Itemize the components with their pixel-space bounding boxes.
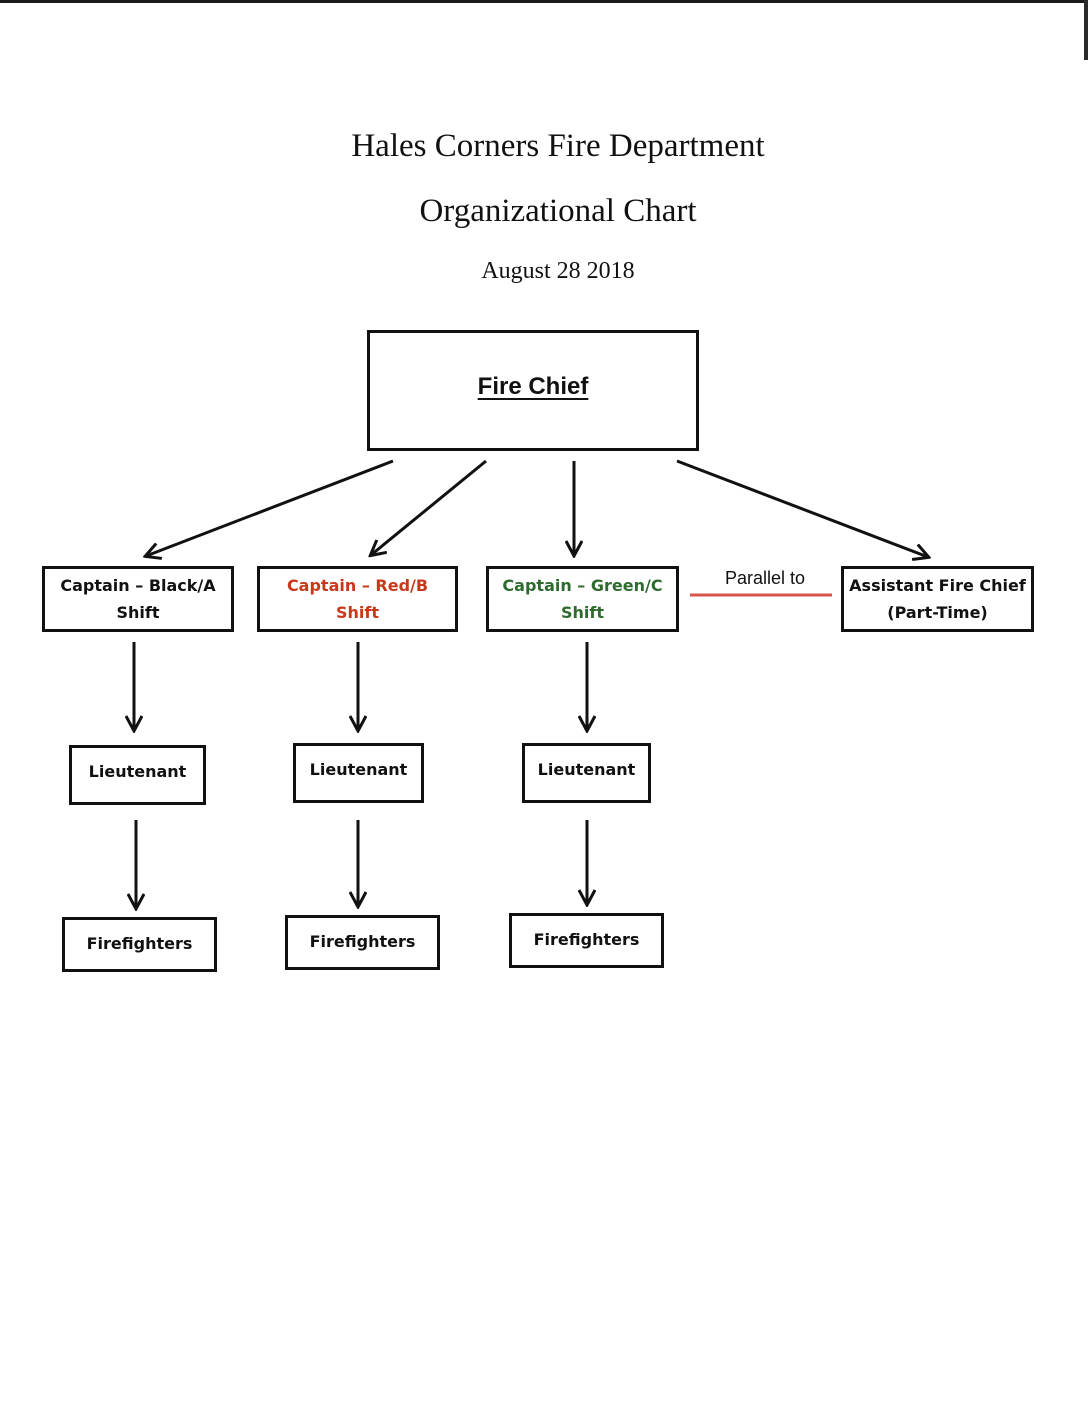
lieutenant-a-box: Lieutenant xyxy=(69,745,206,805)
lieutenant-a-label: Lieutenant xyxy=(88,762,187,781)
parallel-to-label: Parallel to xyxy=(724,568,806,588)
lieutenant-b-box: Lieutenant xyxy=(293,743,424,803)
firefighters-b-box: Firefighters xyxy=(285,915,440,970)
fire-chief-label: Fire Chief xyxy=(477,373,589,400)
fire-chief-box: Fire Chief xyxy=(367,330,699,451)
captain-black-a-box: Captain – Black/A Shift xyxy=(42,566,234,632)
firefighters-c-box: Firefighters xyxy=(509,913,664,968)
document-date: August 28 2018 xyxy=(481,258,635,284)
captain-black-a-label: Captain – Black/A Shift xyxy=(60,576,216,622)
firefighters-a-box: Firefighters xyxy=(62,917,217,972)
document-subtitle: Organizational Chart xyxy=(419,193,697,229)
lieutenant-c-box: Lieutenant xyxy=(522,743,651,803)
captain-red-b-label: Captain – Red/B Shift xyxy=(286,576,429,622)
lieutenant-c-label: Lieutenant xyxy=(537,760,636,779)
document-title: Hales Corners Fire Department xyxy=(351,128,765,164)
assistant-fire-chief-label: Assistant Fire Chief (Part-Time) xyxy=(849,576,1026,622)
captain-green-c-label: Captain – Green/C Shift xyxy=(502,576,663,622)
captain-red-b-box: Captain – Red/B Shift xyxy=(257,566,458,632)
arrow-chief-to-captain-a xyxy=(146,459,394,556)
assistant-fire-chief-box: Assistant Fire Chief (Part-Time) xyxy=(841,566,1034,632)
lieutenant-b-label: Lieutenant xyxy=(309,760,408,779)
arrow-chief-to-assistant xyxy=(676,459,928,557)
firefighters-a-label: Firefighters xyxy=(86,934,193,953)
firefighters-c-label: Firefighters xyxy=(533,930,640,949)
arrow-chief-to-captain-b xyxy=(371,459,487,555)
scan-edge-top xyxy=(0,0,1088,3)
scan-edge-right xyxy=(1084,0,1088,60)
captain-green-c-box: Captain – Green/C Shift xyxy=(486,566,679,632)
firefighters-b-label: Firefighters xyxy=(309,932,416,951)
